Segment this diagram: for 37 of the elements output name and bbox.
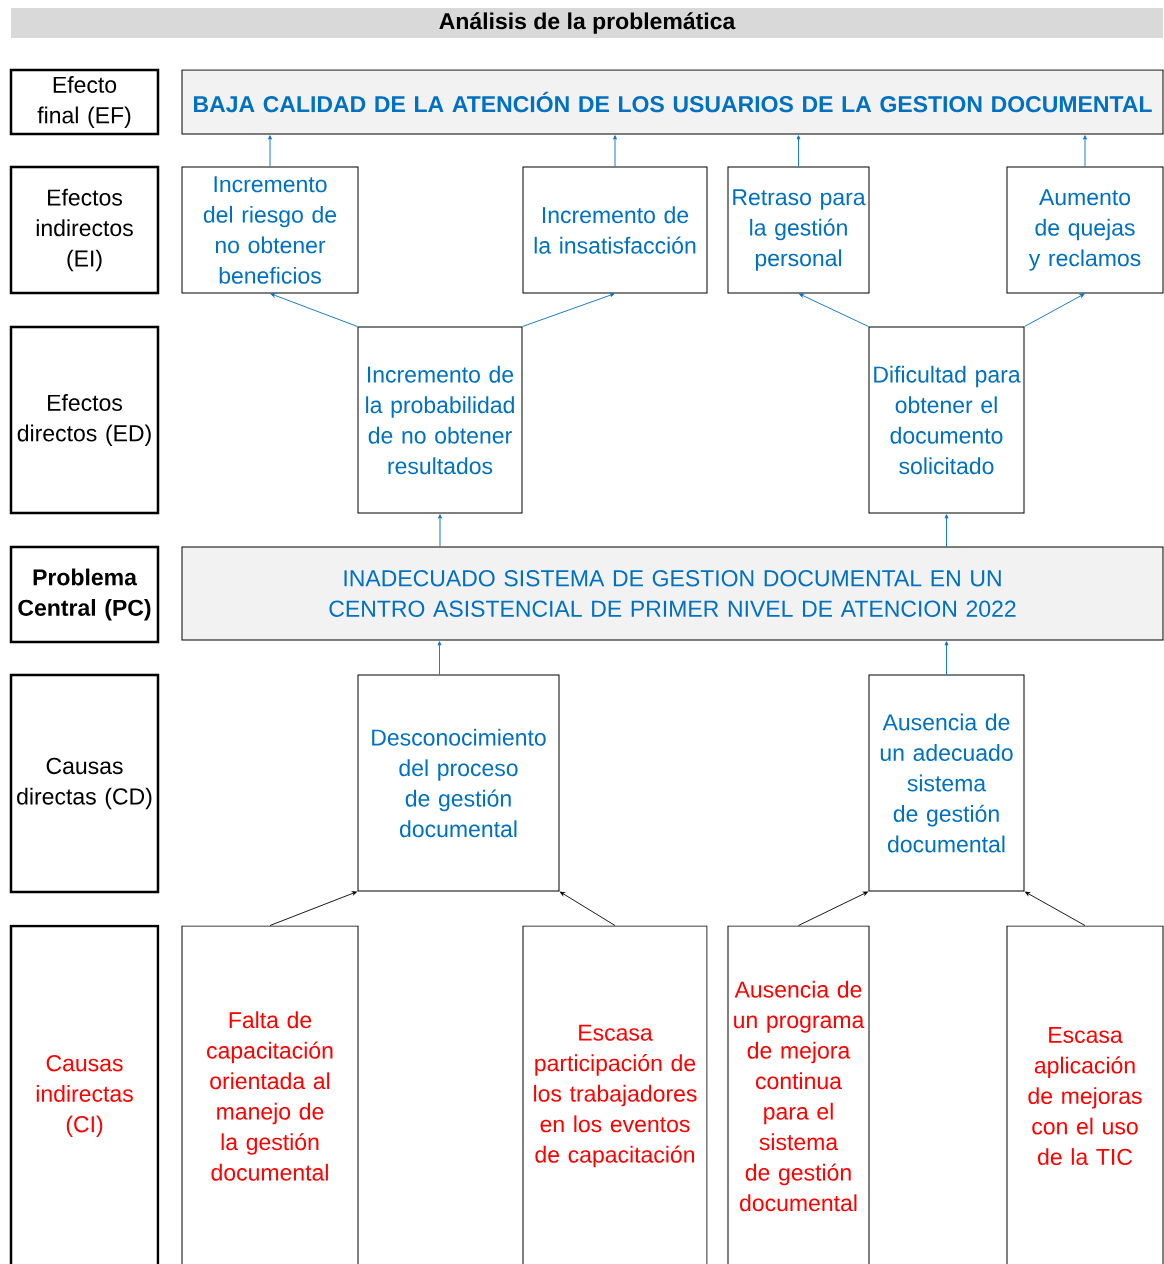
arrow xyxy=(1024,293,1085,327)
arrow xyxy=(796,135,801,167)
text-box: Incremento del riesgo de no obtener beneficios xyxy=(181,166,359,294)
text-box: Incremento de la probabilidad de no obtener resultados xyxy=(357,326,523,514)
text-box: Desconocimiento del proceso de gestión documental xyxy=(357,674,560,892)
text-box: Ausencia de un programa de mejora continua para el sistema de gestión documental xyxy=(727,925,870,1264)
arrow xyxy=(522,293,615,327)
arrow xyxy=(799,293,869,327)
arrow xyxy=(944,641,949,675)
statement-box: BAJA CALIDAD DE LA ATENCIÓN DE LOS USUARIOS DE LA GESTION DOCUMENTAL xyxy=(181,69,1164,135)
row-label-box: Efectos indirectos (EI) xyxy=(9,165,160,295)
arrow xyxy=(268,135,272,167)
text-box: Retraso para la gestión personal xyxy=(727,166,870,294)
arrow xyxy=(798,891,868,926)
arrow xyxy=(944,514,949,547)
row-label-box: Causas indirectas (CI) xyxy=(9,924,160,1264)
arrow xyxy=(438,514,442,547)
text-box: Escasa participación de los trabajadores en los eventos de capacitación xyxy=(522,925,708,1264)
arrow xyxy=(1083,135,1087,167)
row-label-box: Efectos directos (ED) xyxy=(9,325,160,515)
statement-box: INADECUADO SISTEMA DE GESTION DOCUMENTAL EN UN CENTRO ASISTENCIAL DE PRIMER NIVEL DE ATENCION 2022 xyxy=(181,546,1164,641)
arrow xyxy=(270,293,358,327)
text-box: Falta de capacitación orientada al manejo de la gestión documental xyxy=(181,925,359,1264)
row-label-box: Causas directas (CD) xyxy=(9,673,160,894)
text-box: Aumento de quejas y reclamos xyxy=(1006,166,1164,294)
arrow xyxy=(269,891,357,926)
arrow xyxy=(560,891,616,926)
row-label-box: Efecto final (EF) xyxy=(9,68,160,136)
arrow xyxy=(613,135,617,167)
text-box: Dificultad para obtener el documento solicitado xyxy=(868,326,1025,514)
text-box: Incremento de la insatisfacción xyxy=(522,166,708,294)
text-box: Ausencia de un adecuado sistema de gestión documental xyxy=(868,674,1025,892)
row-label-box: Problema Central (PC) xyxy=(9,545,160,644)
arrow xyxy=(1025,891,1086,926)
text-box: Escasa aplicación de mejoras con el uso de la TIC xyxy=(1006,925,1164,1264)
title-bar: Análisis de la problemática xyxy=(11,8,1163,38)
arrow xyxy=(437,641,442,675)
